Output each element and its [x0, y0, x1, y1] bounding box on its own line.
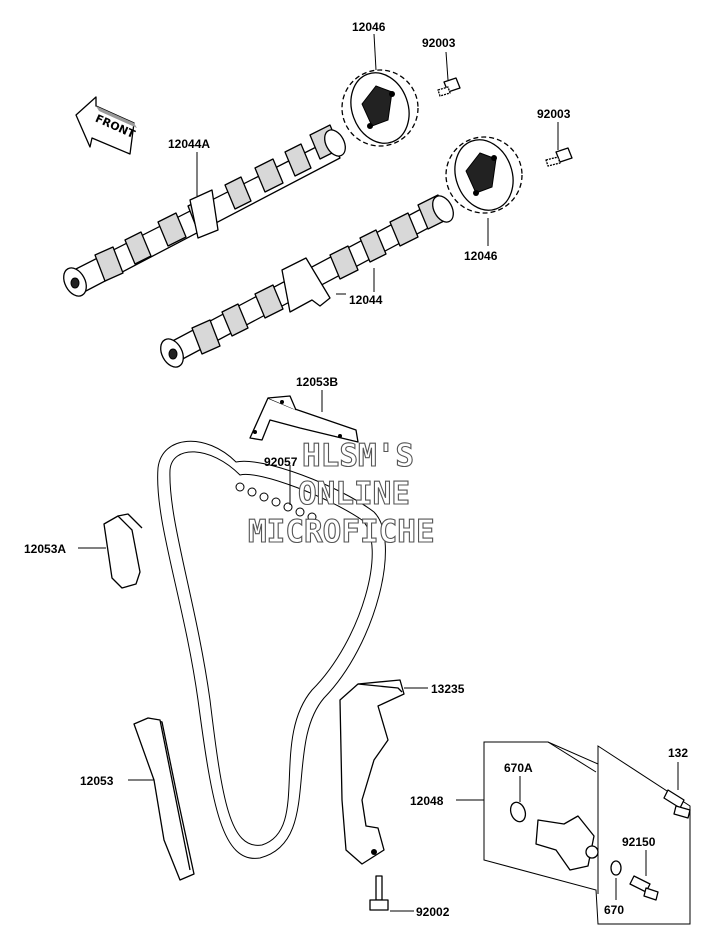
leader-lines — [78, 33, 679, 912]
label-sprocket-upper[interactable]: 12046 — [352, 20, 386, 34]
label-oring-small[interactable]: 670 — [604, 903, 624, 917]
label-bolt-upper[interactable]: 92003 — [422, 36, 456, 50]
label-guide-top[interactable]: 12053B — [296, 375, 338, 389]
guide-top-drawing — [249, 395, 359, 443]
watermark-line-1: HLSM'S — [302, 438, 414, 474]
part-labels: 12046 92003 92003 12044A 12046 12044 120… — [24, 20, 688, 919]
front-arrow-icon: FRONT — [75, 96, 137, 155]
tensioner-assembly-box — [483, 741, 691, 925]
camshaft-intake-drawing — [160, 194, 454, 368]
label-guide-left[interactable]: 12053A — [24, 542, 66, 556]
label-tensioner-guide[interactable]: 13235 — [431, 682, 465, 696]
camshaft-exhaust-drawing — [63, 124, 346, 297]
label-tensioner-assy[interactable]: 12048 — [410, 794, 444, 808]
label-bolt-right[interactable]: 92003 — [537, 107, 571, 121]
label-camshaft-exhaust[interactable]: 12044A — [168, 137, 210, 151]
bolt-tensioner-drawing — [629, 875, 659, 901]
label-bolt-tensioner-top[interactable]: 132 — [668, 746, 688, 760]
bolt-bottom-drawing — [369, 875, 389, 911]
timing-chain-drawing — [157, 440, 386, 859]
bolt-tensioner-top-drawing — [663, 789, 691, 819]
guide-left-drawing — [103, 513, 143, 589]
sprocket-upper-drawing — [341, 69, 419, 147]
label-chain[interactable]: 92057 — [264, 455, 298, 469]
bolt-upper-drawing — [437, 77, 461, 97]
label-guide-front[interactable]: 12053 — [80, 774, 114, 788]
watermark-line-3: MICROFICHE — [248, 514, 435, 550]
watermark: HLSM'S ONLINE MICROFICHE — [247, 437, 435, 550]
label-bolt-tensioner[interactable]: 92150 — [622, 835, 656, 849]
tensioner-body-drawing — [509, 801, 622, 876]
label-bolt-bottom[interactable]: 92002 — [416, 905, 450, 919]
sprocket-lower-drawing — [445, 136, 523, 214]
label-sprocket-lower[interactable]: 12046 — [464, 249, 498, 263]
label-oring-large[interactable]: 670A — [504, 761, 533, 775]
watermark-line-2: ONLINE — [298, 476, 410, 512]
label-camshaft-intake[interactable]: 12044 — [349, 293, 383, 307]
tensioner-guide-drawing — [339, 679, 405, 865]
guide-front-drawing — [133, 717, 195, 881]
bolt-right-drawing — [545, 147, 573, 167]
